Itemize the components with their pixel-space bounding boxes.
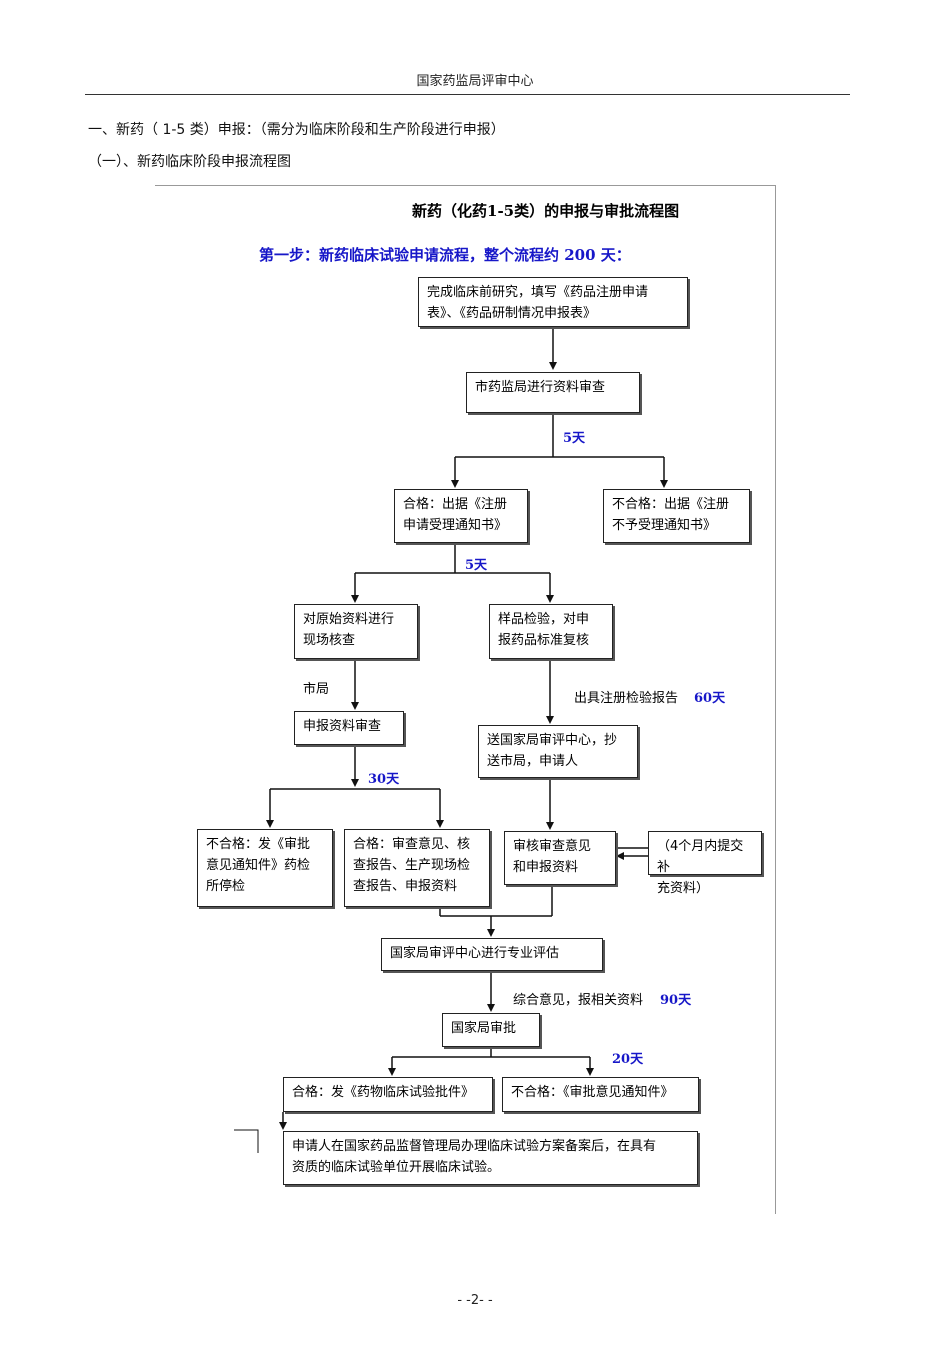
box-pass-opinion: 合格：审查意见、核 查报告、生产现场检 查报告、申报资料 [344, 829, 490, 907]
box-reject-notice: 不合格：出据《注册 不予受理通知书》 [603, 489, 750, 543]
box-center-eval: 国家局审评中心进行专业评估 [381, 938, 603, 971]
page-number: - -2- - [457, 1293, 493, 1308]
box-doc-review: 申报资料审查 [294, 711, 404, 745]
flowchart-title: 新药（化药1-5类）的申报与审批流程图 [412, 202, 680, 220]
box-pass-approval: 合格：发《药物临床试验批件》 [283, 1077, 493, 1112]
label-days-30: 30天 [368, 772, 400, 787]
label-issue-report: 出具注册检验报告 [574, 691, 679, 706]
section-subheading: （一）、新药临床阶段申报流程图 [88, 154, 291, 170]
box-fail-opinion: 不合格：发《审批 意见通知件》药检 所停检 [197, 829, 333, 907]
box-audit-opinion: 审核审查意见 和申报资料 [504, 831, 616, 885]
box-city-review: 市药监局进行资料审查 [466, 372, 640, 413]
box-final-step: 申请人在国家药品监督管理局办理临床试验方案备案后，在具有 资质的临床试验单位开展… [283, 1131, 698, 1185]
label-days-5a: 5天 [563, 431, 586, 446]
box-onsite-check: 对原始资料进行 现场核查 [294, 604, 418, 659]
label-city-bureau: 市局 [303, 682, 330, 697]
box-fail-approval: 不合格：《审批意见通知件》 [502, 1077, 699, 1112]
corner-mark [234, 1129, 259, 1153]
label-overall-opinion: 综合意见，报相关资料 [513, 993, 644, 1008]
box-state-approval: 国家局审批 [442, 1013, 540, 1047]
box-send-center: 送国家局审评中心，抄 送市局，申请人 [478, 725, 638, 778]
flowchart-frame [155, 185, 776, 1214]
step1-heading: 第一步：新药临床试验申请流程，整个流程约 200 天： [259, 246, 631, 264]
label-days-60: 60天 [694, 691, 726, 706]
section-heading: 一、新药（ 1-5 类）申报：（需分为临床阶段和生产阶段进行申报） [88, 122, 505, 138]
box-complete-preclinical: 完成临床前研究，填写《药品注册申请 表》、《药品研制情况申报表》 [418, 277, 688, 327]
label-days-20: 20天 [612, 1052, 644, 1067]
page-header: 国家药监局评审中心 [416, 74, 534, 89]
box-accept-notice: 合格：出据《注册 申请受理通知书》 [394, 489, 528, 543]
box-supplement: （4个月内提交补 充资料） [648, 831, 762, 896]
box-sample-test: 样品检验，对申 报药品标准复核 [489, 604, 613, 659]
label-days-90: 90天 [660, 993, 692, 1008]
header-rule [85, 94, 850, 95]
label-days-5b: 5天 [465, 558, 488, 573]
